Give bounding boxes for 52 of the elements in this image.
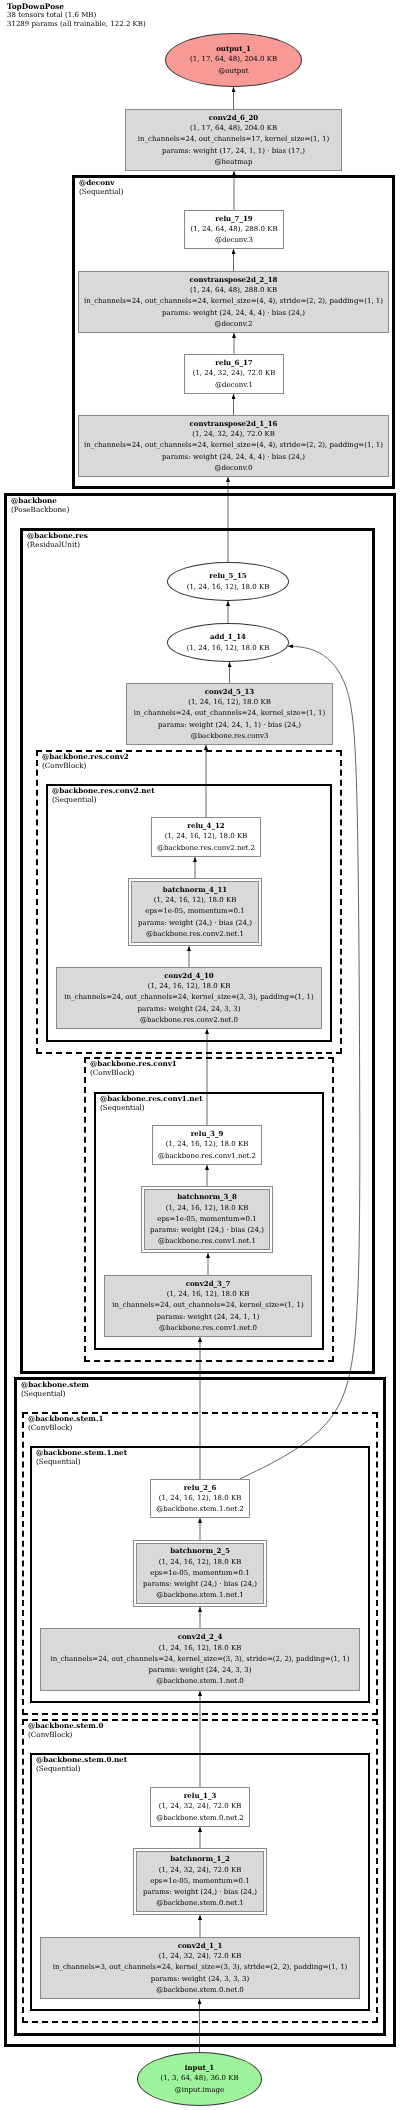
module-container: [22, 1719, 378, 2023]
arrow: [198, 1690, 202, 1788]
arrow: [198, 1606, 202, 1629]
layer-box: [133, 1848, 267, 1915]
layer-box: [126, 683, 333, 745]
arrow: [198, 1914, 202, 1938]
layer-box: [133, 1540, 267, 1607]
layer-box: [128, 878, 262, 946]
layer-box: [40, 1937, 360, 1999]
module-container: [46, 784, 332, 1042]
layer-box: [56, 967, 322, 1029]
module-container: [22, 1412, 378, 1715]
arrow: [197, 1998, 202, 2053]
arrow: [227, 661, 232, 684]
layer-box: [152, 1125, 262, 1165]
module-container: [30, 1753, 370, 2011]
module-container: [72, 175, 395, 489]
arrow: [205, 1028, 209, 1126]
layer-box: [151, 817, 261, 857]
layer-box: [150, 1479, 250, 1518]
module-container: [4, 493, 396, 2047]
module-container: [20, 528, 375, 1374]
module-container: [14, 1377, 386, 2036]
module-container: [36, 750, 342, 1054]
arrow: [226, 476, 230, 563]
module-container: [94, 1092, 324, 1350]
arrow: [205, 1164, 209, 1187]
arrow: [226, 600, 230, 624]
layer-box: [141, 1186, 273, 1253]
layer-box: [40, 1628, 360, 1691]
layer-box: [150, 1787, 250, 1827]
layer-box: [184, 210, 284, 249]
arrow: [231, 248, 236, 272]
layer-box: [184, 354, 284, 394]
arrow: [198, 1517, 202, 1541]
arrow: [232, 332, 236, 355]
arrow: [198, 1336, 202, 1480]
module-container: [84, 1057, 334, 1362]
arrow: [231, 393, 236, 416]
arrow: [204, 744, 208, 818]
arrow: [231, 86, 236, 110]
layer-box: [78, 415, 389, 477]
arrow: [187, 945, 191, 968]
arrow: [193, 856, 197, 879]
arrow: [198, 1826, 202, 1849]
arrow: [206, 1252, 210, 1276]
module-container: [30, 1446, 370, 1703]
layer-box: [78, 271, 389, 333]
arrow: [232, 170, 236, 211]
layer-box: [104, 1275, 312, 1337]
layer-box: [125, 109, 342, 171]
arrow: [239, 644, 361, 1480]
